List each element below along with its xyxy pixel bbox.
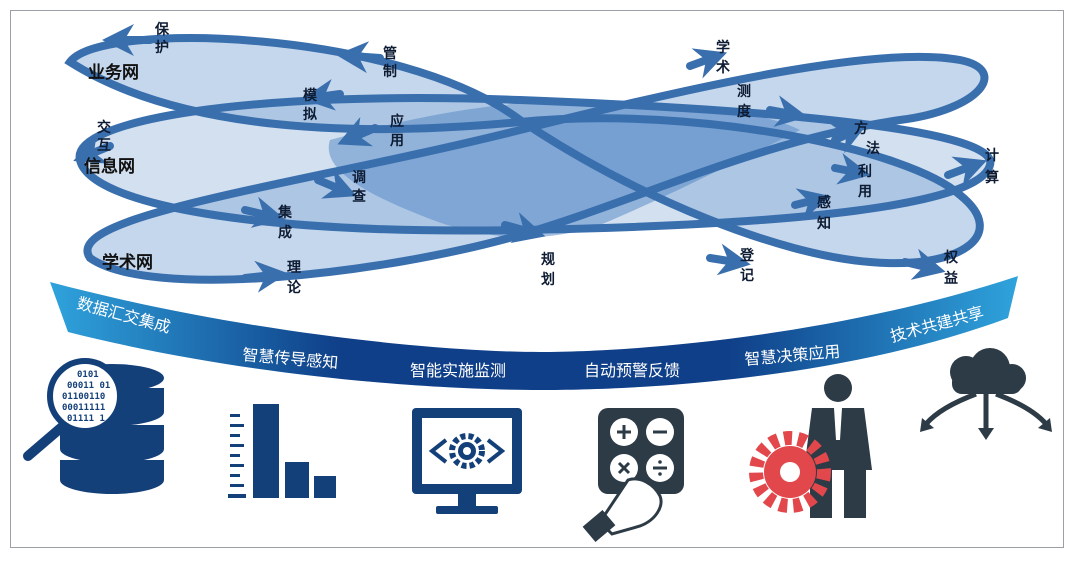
action-integrate-c1: 集 (277, 204, 293, 221)
action-protect-c2: 护 (155, 39, 169, 56)
action-labels: 保 护 管 制 学 术 模 拟 测 度 交 互 应 用 方 法 利 用 计 算 … (97, 21, 999, 296)
arrow-method (830, 124, 867, 154)
arrow-integrate (241, 196, 286, 228)
action-apply-c1: 应 (390, 113, 404, 130)
action-method-c2: 法 (866, 140, 880, 157)
band-label-warning-feedback: 自动预警反馈 (584, 361, 680, 380)
flow-arrows (73, 24, 987, 293)
action-simulate-c1: 模 (303, 87, 318, 104)
binary-line-4: 00011111 (62, 403, 105, 413)
bar-chart-icon (228, 404, 336, 498)
businessman-gear-icon (749, 374, 872, 518)
arrow-manage (336, 41, 384, 74)
action-plan-c1: 规 (541, 252, 555, 268)
action-perceive-c1: 感 (817, 194, 831, 211)
action-interact-c2: 互 (97, 138, 111, 154)
loop-overlap-center (328, 99, 800, 238)
band-label-implementation-monitoring: 智能实施监测 (410, 361, 506, 380)
action-interact-c1: 交 (97, 119, 111, 136)
action-theory-c2: 论 (287, 279, 302, 296)
action-academic-c2: 术 (716, 59, 730, 76)
calculator-touch-icon (582, 408, 684, 543)
binary-line-2: 00011 01 (67, 381, 110, 391)
monitor-gear-icon (412, 408, 522, 514)
action-rights-c1: 权 (943, 249, 959, 266)
business-loop-fill (70, 38, 980, 264)
action-measure-c1: 测 (737, 83, 751, 100)
stage-band (50, 276, 1018, 390)
action-measure-c2: 度 (737, 103, 752, 120)
action-survey-c2: 查 (352, 188, 367, 205)
action-register-c1: 登 (739, 247, 755, 264)
action-plan-c2: 划 (541, 271, 555, 288)
action-register-c2: 记 (740, 268, 754, 284)
cloud-share-icon (920, 348, 1052, 440)
arrow-academic (686, 48, 728, 79)
arrow-perceive (791, 188, 831, 220)
information-network-label: 信息网 (84, 156, 135, 177)
network-labels: 业务网 信息网 学术网 (84, 62, 153, 273)
action-protect-c1: 保 (154, 21, 170, 38)
loop-strokes (64, 34, 995, 284)
action-method-c1: 方 (854, 120, 868, 137)
action-integrate-c2: 成 (278, 224, 292, 241)
action-compute-c2: 算 (985, 169, 999, 186)
action-utilize-c1: 利 (858, 163, 872, 180)
arrow-plan (501, 212, 546, 244)
action-utilize-c2: 用 (858, 184, 872, 200)
action-academic-c1: 学 (716, 39, 730, 56)
action-simulate-c2: 拟 (303, 106, 317, 123)
arrow-simulate (302, 78, 344, 111)
action-manage-c1: 管 (383, 45, 397, 62)
business-network-label: 业务网 (88, 62, 139, 83)
arrow-register (706, 243, 751, 276)
academic-network-label: 学术网 (102, 252, 153, 273)
academic-loop-stroke (83, 52, 989, 284)
arrow-theory (241, 260, 288, 293)
arrow-apply (337, 116, 379, 147)
information-loop-stroke (75, 94, 995, 235)
binary-line-1: 0101 (77, 370, 99, 380)
binary-line-3: 01100110 (62, 392, 105, 402)
action-compute-c1: 计 (985, 147, 999, 164)
business-loop-stroke (64, 34, 984, 268)
arrow-utilize (831, 153, 871, 185)
arrow-measure (766, 95, 808, 127)
database-search-icon: 0101 00011 01 01100110 00011111 01111 1 (23, 358, 164, 494)
arrow-survey (314, 169, 357, 199)
action-survey-c1: 调 (352, 170, 366, 186)
action-apply-c2: 用 (390, 133, 404, 149)
arrow-interact (73, 134, 114, 164)
arrow-compute (944, 156, 987, 187)
action-manage-c2: 制 (383, 63, 397, 80)
arrow-rights (901, 248, 946, 280)
action-rights-c2: 益 (944, 270, 958, 287)
action-theory-c1: 理 (287, 260, 301, 276)
binary-line-5: 01111 1 (67, 414, 105, 424)
action-perceive-c2: 知 (817, 215, 831, 232)
